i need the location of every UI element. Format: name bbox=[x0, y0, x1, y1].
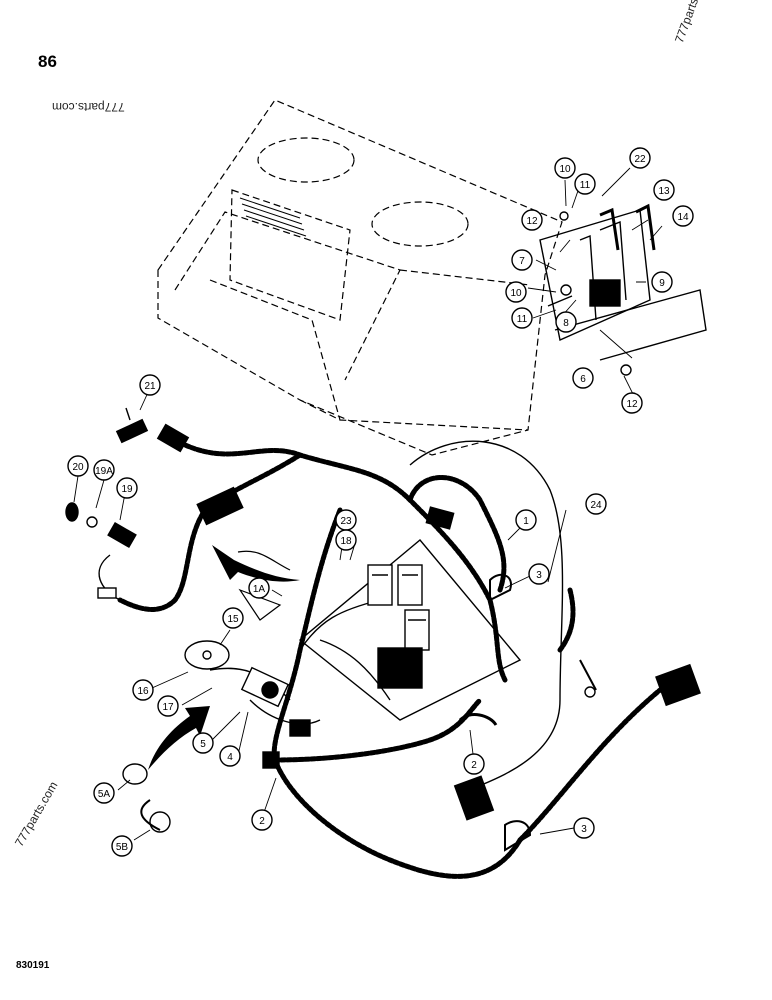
svg-text:2: 2 bbox=[259, 816, 265, 827]
svg-text:14: 14 bbox=[677, 212, 689, 223]
callout-21: 21 bbox=[139, 374, 161, 396]
svg-text:22: 22 bbox=[634, 154, 646, 165]
svg-text:11: 11 bbox=[580, 180, 591, 191]
svg-text:5A: 5A bbox=[98, 789, 111, 800]
callout-5b: 5B bbox=[111, 835, 133, 857]
svg-text:1A: 1A bbox=[253, 584, 266, 595]
callout-23: 23 bbox=[335, 509, 357, 531]
svg-text:11: 11 bbox=[517, 314, 528, 325]
svg-text:5B: 5B bbox=[116, 842, 129, 853]
callout-10b: 10 bbox=[505, 281, 527, 303]
assembly-arrows bbox=[148, 545, 300, 770]
callout-19a: 19A bbox=[93, 459, 115, 481]
svg-text:10: 10 bbox=[510, 288, 522, 299]
svg-text:16: 16 bbox=[137, 686, 149, 697]
svg-text:20: 20 bbox=[72, 462, 84, 473]
svg-text:12: 12 bbox=[526, 216, 538, 227]
callout-12a: 12 bbox=[521, 209, 543, 231]
callout-5a: 5A bbox=[93, 782, 115, 804]
svg-text:5: 5 bbox=[200, 739, 206, 750]
callout-13: 13 bbox=[653, 179, 675, 201]
svg-text:18: 18 bbox=[340, 536, 352, 547]
svg-text:21: 21 bbox=[144, 381, 156, 392]
page-number: 86 bbox=[38, 52, 57, 71]
mounting-plate bbox=[298, 539, 522, 721]
svg-text:19: 19 bbox=[121, 484, 133, 495]
svg-text:2: 2 bbox=[471, 760, 477, 771]
callout-8: 8 bbox=[555, 311, 577, 333]
svg-text:12: 12 bbox=[626, 399, 638, 410]
components bbox=[65, 407, 701, 852]
svg-text:7: 7 bbox=[519, 256, 525, 267]
callout-6: 6 bbox=[572, 367, 594, 389]
svg-text:23: 23 bbox=[340, 516, 352, 527]
callout-17: 17 bbox=[157, 695, 179, 717]
svg-text:3: 3 bbox=[536, 570, 542, 581]
svg-text:13: 13 bbox=[658, 186, 670, 197]
callout-5: 5 bbox=[192, 732, 214, 754]
callout-16: 16 bbox=[132, 679, 154, 701]
callout-3a: 3 bbox=[528, 563, 550, 585]
callout-20: 20 bbox=[67, 455, 89, 477]
console-screen-hatch bbox=[239, 197, 307, 237]
callout-14: 14 bbox=[672, 205, 694, 227]
wiring-harness bbox=[117, 437, 663, 879]
callout-24: 24 bbox=[585, 493, 607, 515]
callout-11a: 11 bbox=[574, 173, 596, 195]
leader-lines bbox=[73, 167, 663, 841]
callout-1a: 1A bbox=[248, 577, 270, 599]
callout-2b: 2 bbox=[251, 809, 273, 831]
callout-19: 19 bbox=[116, 477, 138, 499]
callout-12b: 12 bbox=[621, 392, 643, 414]
callout-10a: 10 bbox=[554, 157, 576, 179]
callout-1: 1 bbox=[515, 509, 537, 531]
callout-4: 4 bbox=[219, 745, 241, 767]
callout-22: 22 bbox=[629, 147, 651, 169]
svg-text:15: 15 bbox=[227, 614, 239, 625]
console-housing bbox=[157, 99, 563, 456]
svg-text:19A: 19A bbox=[95, 466, 113, 477]
callout-2a: 2 bbox=[463, 753, 485, 775]
relay-panel bbox=[539, 203, 707, 376]
callout-3b: 3 bbox=[573, 817, 595, 839]
svg-text:6: 6 bbox=[580, 374, 586, 385]
callout-7: 7 bbox=[511, 249, 533, 271]
svg-text:17: 17 bbox=[162, 702, 174, 713]
svg-text:1: 1 bbox=[523, 516, 529, 527]
svg-text:4: 4 bbox=[227, 752, 233, 763]
callout-labels: 10 11 22 13 14 12 7 10 9 11 8 6 12 21 20… bbox=[67, 147, 694, 857]
svg-text:24: 24 bbox=[590, 500, 602, 511]
svg-text:3: 3 bbox=[581, 824, 587, 835]
drawing-code: 830191 bbox=[16, 960, 50, 971]
callout-18: 18 bbox=[335, 529, 357, 551]
svg-text:10: 10 bbox=[559, 164, 571, 175]
callout-11b: 11 bbox=[511, 307, 533, 329]
svg-text:9: 9 bbox=[659, 278, 665, 289]
svg-text:8: 8 bbox=[563, 318, 569, 329]
callout-15: 15 bbox=[222, 607, 244, 629]
callout-9: 9 bbox=[651, 271, 673, 293]
